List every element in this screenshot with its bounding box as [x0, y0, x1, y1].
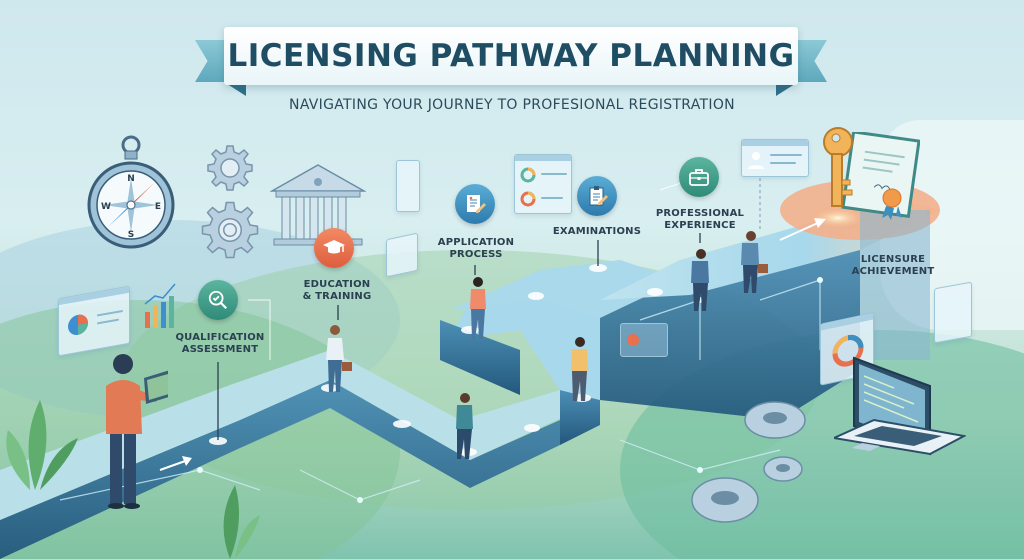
donut-chart-icon — [520, 191, 536, 207]
step-icon-application — [455, 184, 495, 224]
plant-leaves-decoration — [205, 480, 265, 559]
magnifier-check-icon — [208, 290, 228, 310]
step-label-experience: PROFESSIONAL EXPERIENCE — [655, 208, 745, 231]
briefcase-icon — [689, 169, 709, 186]
step-icon-experience — [679, 157, 719, 197]
compass-icon: N S W E — [86, 133, 176, 251]
step-icon-education — [314, 228, 354, 268]
person-walking-briefcase — [322, 324, 356, 401]
donut-chart-icon — [832, 334, 864, 367]
person-walking-yellow — [567, 336, 597, 409]
step-label-application: APPLICATION PROCESS — [437, 237, 515, 260]
svg-text:N: N — [127, 174, 135, 184]
page-subtitle: NAVIGATING YOUR JOURNEY TO PROFESIONAL R… — [289, 97, 735, 113]
step-label-licensure: LICENSURE ACHIEVEMENT — [851, 254, 935, 277]
person-walking-orange — [466, 276, 496, 347]
graduation-cap-icon — [323, 240, 345, 254]
gear-icon — [690, 470, 760, 535]
svg-text:S: S — [128, 230, 134, 240]
gear-icon — [200, 200, 260, 265]
person-with-tablet — [98, 352, 172, 515]
step-label-education: EDUCATION & TRAINING — [302, 279, 372, 302]
plant-leaves-decoration — [0, 390, 90, 495]
floating-dashboard-panel — [58, 285, 130, 357]
person-walking-suit-briefcase — [738, 230, 772, 301]
floating-donut-panel — [820, 312, 874, 386]
title-banner: LICENSING PATHWAY PLANNING — [224, 27, 798, 85]
person-walking-suit — [688, 248, 718, 319]
page-title: LICENSING PATHWAY PLANNING — [227, 38, 795, 74]
floating-wall-panel — [620, 323, 668, 357]
document-pencil-icon — [467, 195, 486, 213]
floating-chart-panel — [396, 160, 420, 212]
step-label-examinations: EXAMINATIONS — [552, 226, 642, 237]
donut-chart-icon — [520, 167, 536, 183]
pie-chart-icon — [68, 314, 88, 335]
laptop-icon — [830, 356, 968, 481]
floating-profile-panel — [741, 139, 809, 177]
clipboard-pencil-icon — [589, 186, 608, 206]
floating-side-panel — [934, 281, 972, 344]
user-badge-icon — [627, 334, 639, 346]
gear-icon — [742, 396, 808, 447]
step-icon-examinations — [577, 176, 617, 216]
person-walking-teal — [452, 392, 482, 467]
step-label-qualification: QUALIFICATION ASSESSMENT — [175, 332, 265, 355]
svg-text:W: W — [101, 202, 111, 212]
certificate-icon — [840, 130, 921, 222]
bar-chart-icon — [143, 282, 177, 335]
step-icon-qualification — [198, 280, 238, 320]
gear-icon — [206, 144, 254, 197]
svg-text:E: E — [155, 202, 161, 212]
floating-analytics-panel — [514, 154, 572, 214]
floating-note-panel — [386, 232, 418, 278]
gear-icon — [762, 454, 804, 489]
key-icon — [818, 126, 858, 216]
user-avatar-icon — [748, 152, 764, 169]
